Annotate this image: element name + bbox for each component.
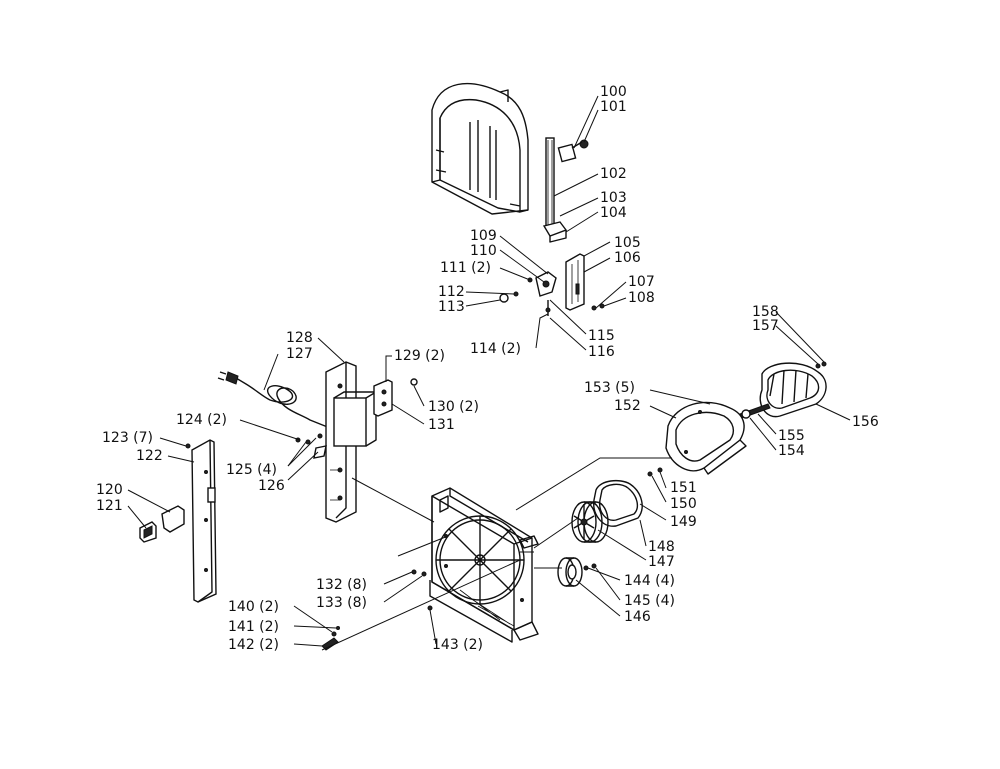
label-126: 126 bbox=[258, 478, 285, 494]
label-122: 122 bbox=[136, 448, 163, 464]
upper-wheel-cover bbox=[431, 82, 529, 215]
guide-block bbox=[542, 221, 568, 243]
label-104: 104 bbox=[600, 205, 627, 221]
label-148: 148 bbox=[648, 539, 675, 555]
label-112: 112 bbox=[438, 284, 465, 300]
label-123: 123 (7) bbox=[102, 430, 153, 446]
label-124: 124 (2) bbox=[176, 412, 227, 428]
label-125: 125 (4) bbox=[226, 462, 277, 478]
label-157: 157 bbox=[752, 318, 779, 334]
power-cord bbox=[217, 371, 331, 429]
label-110: 110 bbox=[470, 243, 497, 259]
label-130: 130 (2) bbox=[428, 399, 479, 415]
label-115: 115 bbox=[588, 328, 615, 344]
switch-bracket bbox=[325, 361, 377, 523]
label-100: 100 bbox=[600, 84, 627, 100]
blade-guard bbox=[565, 253, 585, 311]
label-121: 121 bbox=[96, 498, 123, 514]
label-103: 103 bbox=[600, 190, 627, 206]
label-153: 153 (5) bbox=[584, 380, 635, 396]
switch bbox=[139, 505, 185, 543]
label-106: 106 bbox=[614, 250, 641, 266]
label-141: 141 (2) bbox=[228, 619, 279, 635]
blade-guide-post bbox=[545, 137, 555, 229]
label-132: 132 (8) bbox=[316, 577, 367, 593]
label-144: 144 (4) bbox=[624, 573, 675, 589]
main-cabinet bbox=[429, 487, 539, 643]
motor-pulley bbox=[557, 557, 597, 587]
drive-pulley bbox=[571, 501, 609, 543]
label-156: 156 bbox=[852, 414, 879, 430]
motor-shaft bbox=[739, 361, 827, 419]
label-128: 128 bbox=[286, 330, 313, 346]
label-111: 111 (2) bbox=[440, 260, 491, 276]
upper-guide-assembly bbox=[499, 271, 605, 316]
label-101: 101 bbox=[600, 99, 627, 115]
label-142: 142 (2) bbox=[228, 637, 279, 653]
label-131: 131 bbox=[428, 417, 455, 433]
label-107: 107 bbox=[628, 274, 655, 290]
label-140: 140 (2) bbox=[228, 599, 279, 615]
label-150: 150 bbox=[670, 496, 697, 512]
tension-knob bbox=[557, 139, 589, 163]
label-129: 129 (2) bbox=[394, 348, 445, 364]
label-149: 149 bbox=[670, 514, 697, 530]
part-labels: 100 101 102 103 104 105 106 107 108 109 … bbox=[96, 84, 879, 653]
switch-plate bbox=[185, 439, 217, 603]
label-116: 116 bbox=[588, 344, 615, 360]
label-158: 158 bbox=[752, 304, 779, 320]
label-155: 155 bbox=[778, 428, 805, 444]
label-146: 146 bbox=[624, 609, 651, 625]
cabinet-screws bbox=[321, 467, 663, 651]
label-109: 109 bbox=[470, 228, 497, 244]
label-120: 120 bbox=[96, 482, 123, 498]
leader-lines bbox=[127, 95, 851, 651]
label-143: 143 (2) bbox=[432, 637, 483, 653]
label-147: 147 bbox=[648, 554, 675, 570]
label-102: 102 bbox=[600, 166, 627, 182]
label-114: 114 (2) bbox=[470, 341, 521, 357]
label-152: 152 bbox=[614, 398, 641, 414]
label-145: 145 (4) bbox=[624, 593, 675, 609]
label-113: 113 bbox=[438, 299, 465, 315]
label-154: 154 bbox=[778, 443, 805, 459]
motor-belt bbox=[759, 362, 827, 418]
label-127: 127 bbox=[286, 346, 313, 362]
switch-box bbox=[373, 378, 418, 417]
label-133: 133 (8) bbox=[316, 595, 367, 611]
label-151: 151 bbox=[670, 480, 697, 496]
label-105: 105 bbox=[614, 235, 641, 251]
cord-clamps bbox=[295, 433, 327, 459]
label-108: 108 bbox=[628, 290, 655, 306]
pulley-cover bbox=[665, 401, 747, 475]
